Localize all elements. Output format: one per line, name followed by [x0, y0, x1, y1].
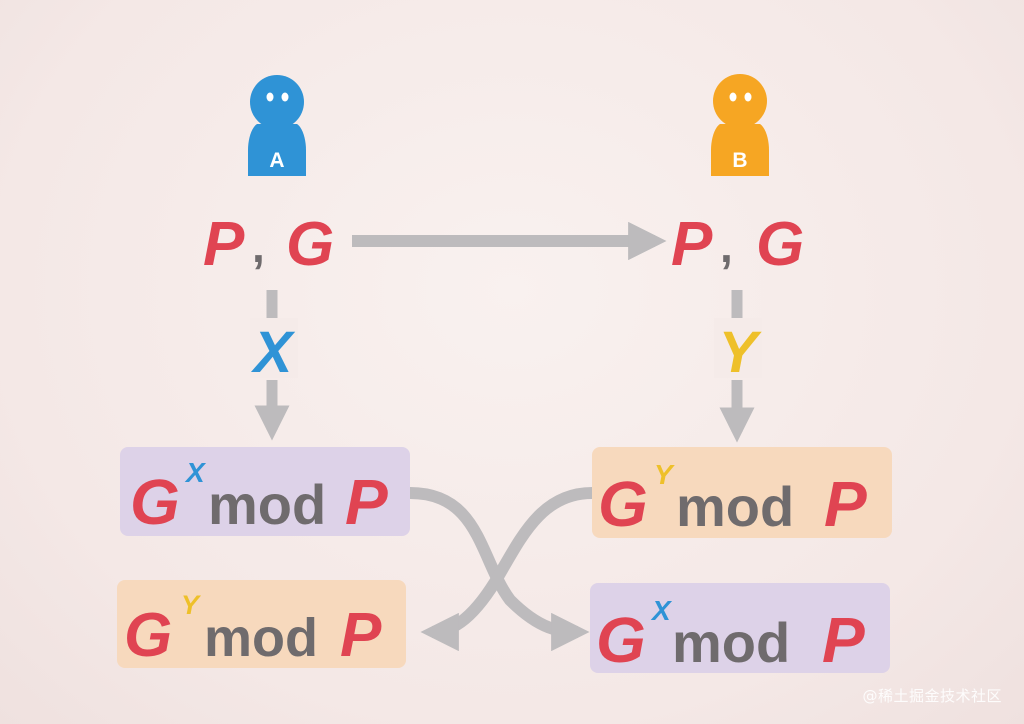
- party-b-received-mod: mod: [672, 611, 790, 674]
- party-a-received-modulus: P: [340, 601, 382, 670]
- party-b-user-icon: B: [711, 74, 769, 176]
- party-a-user-icon: A: [248, 75, 306, 176]
- party-a-badge-label: A: [269, 149, 284, 172]
- watermark-text: @稀土掘金技术社区: [862, 687, 1002, 705]
- party-a-public-value-box: G X mod P: [120, 447, 410, 538]
- party-b-secret: Y: [719, 320, 763, 385]
- party-a-params: P , G: [203, 210, 334, 279]
- party-a-received-mod: mod: [204, 608, 318, 668]
- party-a-sent-modulus: P: [345, 466, 388, 538]
- party-b-secret-backdrop: [714, 318, 762, 378]
- party-b-params: P , G: [671, 210, 804, 279]
- a-to-b-exchange-arrow: [409, 487, 590, 652]
- party-a-received-value-box: G Y mod P: [117, 580, 406, 670]
- party-a-param-g: G: [286, 210, 334, 279]
- party-b-sent-exponent: Y: [654, 459, 675, 490]
- b-to-a-exchange-arrow: [420, 487, 593, 652]
- party-a-received-base: G: [124, 601, 172, 670]
- party-b-received-modulus: P: [822, 604, 865, 676]
- party-a-secret: X: [251, 320, 296, 385]
- party-b-received-value-box: G X mod P: [590, 583, 890, 676]
- party-b-param-g: G: [756, 210, 804, 279]
- party-b-badge-label: B: [732, 149, 747, 172]
- party-a-sent-mod: mod: [208, 473, 326, 536]
- party-a-sent-exponent: X: [184, 457, 207, 488]
- party-b-received-base: G: [596, 604, 646, 676]
- party-a-sent-base: G: [130, 466, 180, 538]
- party-b-sent-base: G: [598, 468, 648, 540]
- party-b-public-value-box: G Y mod P: [592, 447, 892, 540]
- party-b-received-exponent: X: [650, 595, 673, 626]
- party-a-param-p: P: [203, 210, 245, 279]
- party-a-received-exponent: Y: [181, 590, 202, 620]
- party-b-sent-mod: mod: [676, 475, 794, 538]
- connectors: [254, 221, 755, 652]
- party-a-param-separator: ,: [252, 220, 265, 272]
- party-b-param-p: P: [671, 210, 713, 279]
- party-b-sent-modulus: P: [824, 468, 867, 540]
- party-a-secret-backdrop: [250, 318, 298, 378]
- party-b-param-separator: ,: [720, 220, 733, 272]
